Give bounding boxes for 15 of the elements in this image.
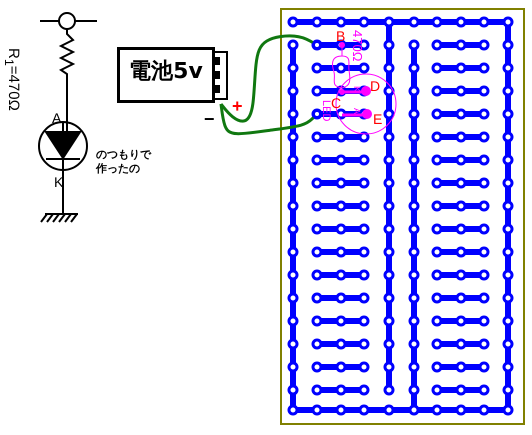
pin-label: A bbox=[352, 108, 361, 114]
cathode-label: K bbox=[54, 175, 64, 189]
battery-label: 電池5v bbox=[128, 61, 204, 83]
minus-sign: − bbox=[204, 110, 215, 128]
breadboard-hole bbox=[312, 109, 322, 119]
wire bbox=[220, 34, 314, 123]
point-label: B bbox=[336, 29, 346, 43]
breadboard-hole bbox=[312, 40, 322, 50]
component-label: LED bbox=[320, 100, 331, 122]
plus-sign: + bbox=[232, 97, 243, 115]
wire bbox=[220, 104, 315, 136]
resistor-value: 470Ω bbox=[351, 30, 364, 62]
note-text: のつもりで作ったの bbox=[96, 149, 152, 176]
point-label: D bbox=[370, 79, 380, 93]
point-label: E bbox=[373, 112, 382, 126]
